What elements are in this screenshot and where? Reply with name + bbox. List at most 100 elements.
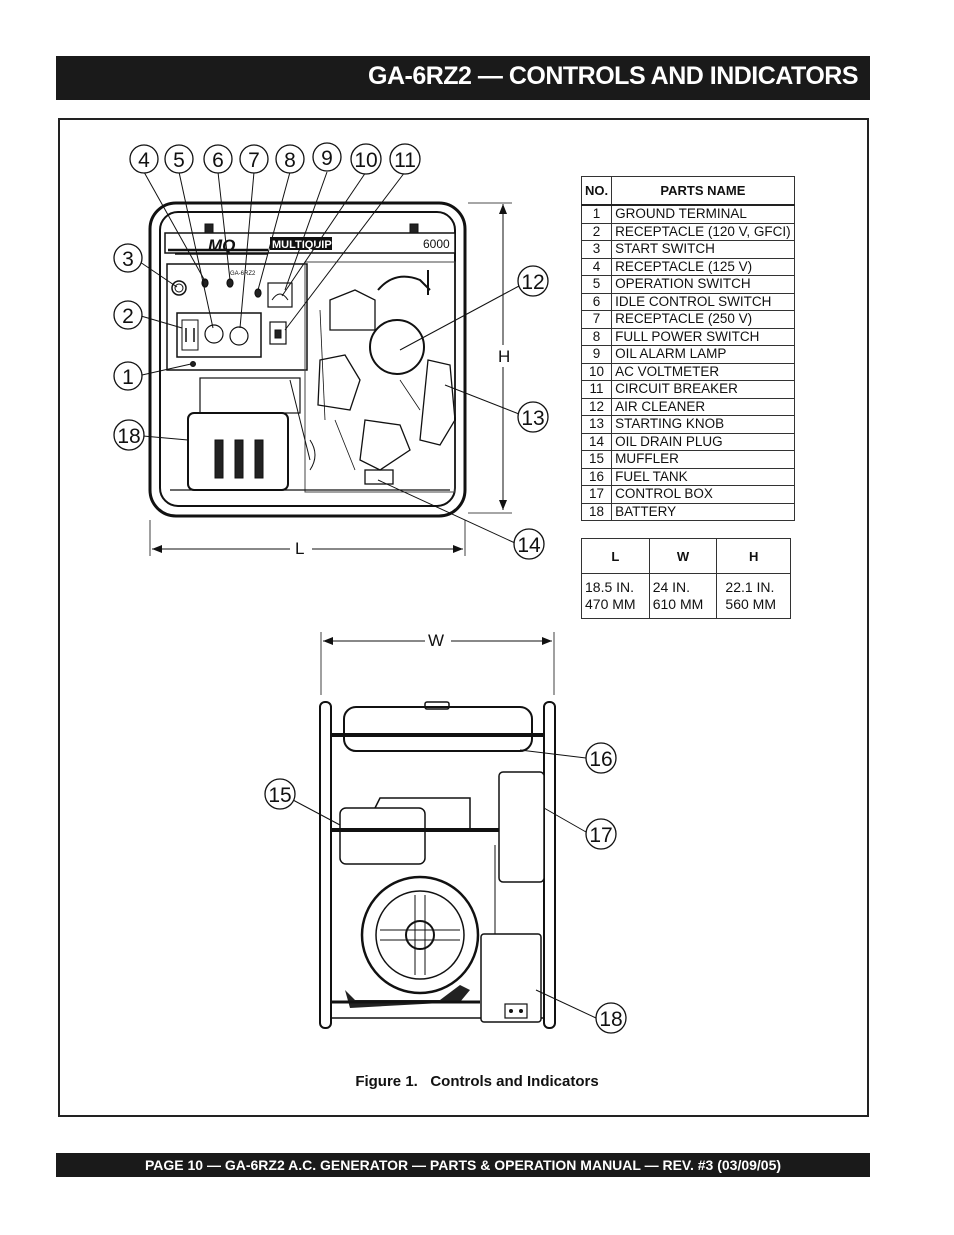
muffler (339, 807, 426, 865)
part-number: 12 (580, 397, 613, 416)
page-header: GA-6RZ2 — CONTROLS AND INDICATORS (56, 56, 870, 100)
callout-17: 17 (589, 824, 612, 847)
part-name: FUEL TANK (611, 467, 795, 486)
part-name: MUFFLER (611, 450, 795, 469)
part-name: STARTING KNOB (611, 415, 795, 434)
callout-6: 6 (212, 149, 224, 172)
brand-name: MULTIQUIP (272, 239, 332, 251)
part-number: 10 (580, 362, 613, 381)
callout-10: 10 (354, 149, 377, 172)
part-number: 16 (580, 467, 613, 486)
parts-col-name: PARTS NAME (611, 176, 795, 206)
oil-drain-plug (364, 469, 394, 485)
part-name: RECEPTACLE (125 V) (611, 257, 795, 276)
figure-frame (58, 118, 869, 1117)
callout-3: 3 (122, 248, 134, 271)
callout-5: 5 (173, 149, 185, 172)
part-name: FULL POWER SWITCH (611, 327, 795, 346)
callout-15: 15 (268, 784, 291, 807)
part-name: BATTERY (611, 502, 795, 521)
part-name: OIL ALARM LAMP (611, 345, 795, 364)
receptacle-250v (229, 326, 249, 346)
starting-knob (419, 359, 456, 446)
callout-12: 12 (521, 271, 544, 294)
callout-16: 16 (589, 748, 612, 771)
callout-18-rear: 18 (599, 1008, 622, 1031)
part-number: 7 (580, 310, 613, 329)
page-title: GA-6RZ2 — CONTROLS AND INDICATORS (368, 62, 859, 90)
part-name: OIL DRAIN PLUG (611, 432, 795, 451)
ac-voltmeter (267, 282, 293, 308)
start-switch (171, 280, 187, 296)
part-name: AC VOLTMETER (611, 362, 795, 381)
part-number: 8 (580, 327, 613, 346)
dim-value-w: 24 IN.610 MM (648, 573, 718, 619)
callout-8: 8 (284, 149, 296, 172)
part-number: 4 (580, 257, 613, 276)
front-callouts: 4 5 6 7 8 9 10 11 3 2 1 18 12 13 14 (113, 142, 549, 560)
fuel-tank (343, 706, 533, 752)
callout-13: 13 (521, 407, 544, 430)
part-name: IDLE CONTROL SWITCH (611, 292, 795, 311)
part-name: GROUND TERMINAL (611, 204, 795, 224)
ground-terminal (190, 361, 196, 367)
receptacle-125v (204, 324, 224, 344)
control-box (498, 771, 545, 883)
callout-18-front: 18 (117, 425, 140, 448)
rear-view: W (319, 630, 556, 1029)
panel-model: GA-6RZ2 (230, 271, 256, 277)
parts-col-no: NO. (580, 176, 613, 206)
part-number: 11 (580, 380, 613, 399)
footer-text: PAGE 10 — GA-6RZ2 A.C. GENERATOR — PARTS… (144, 1157, 782, 1173)
panel-switches (201, 278, 262, 298)
part-name: CIRCUIT BREAKER (611, 380, 795, 399)
air-cleaner (369, 319, 425, 375)
part-name: RECEPTACLE (250 V) (611, 310, 795, 329)
part-number: 1 (580, 204, 613, 224)
callout-11: 11 (394, 149, 416, 172)
part-name: OPERATION SWITCH (611, 275, 795, 294)
battery-rear (480, 933, 542, 1023)
part-name: AIR CLEANER (611, 397, 795, 416)
part-number: 13 (580, 415, 613, 434)
dimension-w: W (428, 631, 444, 650)
figure-caption: Figure 1. Controls and Indicators (355, 1073, 599, 1090)
model-badge: 6000 (423, 237, 450, 251)
dimension-table: L W H 18.5 IN.470 MM 24 IN.610 MM 22.1 I… (581, 538, 791, 619)
part-number: 17 (580, 485, 613, 504)
circuit-breaker (269, 321, 287, 345)
brand-logo: MQ (208, 236, 235, 255)
dimension-h: H (498, 347, 510, 366)
page-footer: PAGE 10 — GA-6RZ2 A.C. GENERATOR — PARTS… (56, 1153, 870, 1177)
part-number: 6 (580, 292, 613, 311)
dim-header-w: W (648, 538, 718, 574)
part-number: 14 (580, 432, 613, 451)
part-number: 18 (580, 502, 613, 521)
callout-7: 7 (248, 149, 260, 172)
dim-header-h: H (716, 538, 791, 574)
dim-value-h: 22.1 IN.560 MM (716, 573, 791, 619)
part-name: CONTROL BOX (611, 485, 795, 504)
callout-1: 1 (122, 366, 134, 389)
rear-callouts: 15 16 17 18 (264, 742, 627, 1034)
part-name: RECEPTACLE (120 V, GFCI) (611, 222, 795, 241)
callout-14: 14 (517, 534, 541, 557)
